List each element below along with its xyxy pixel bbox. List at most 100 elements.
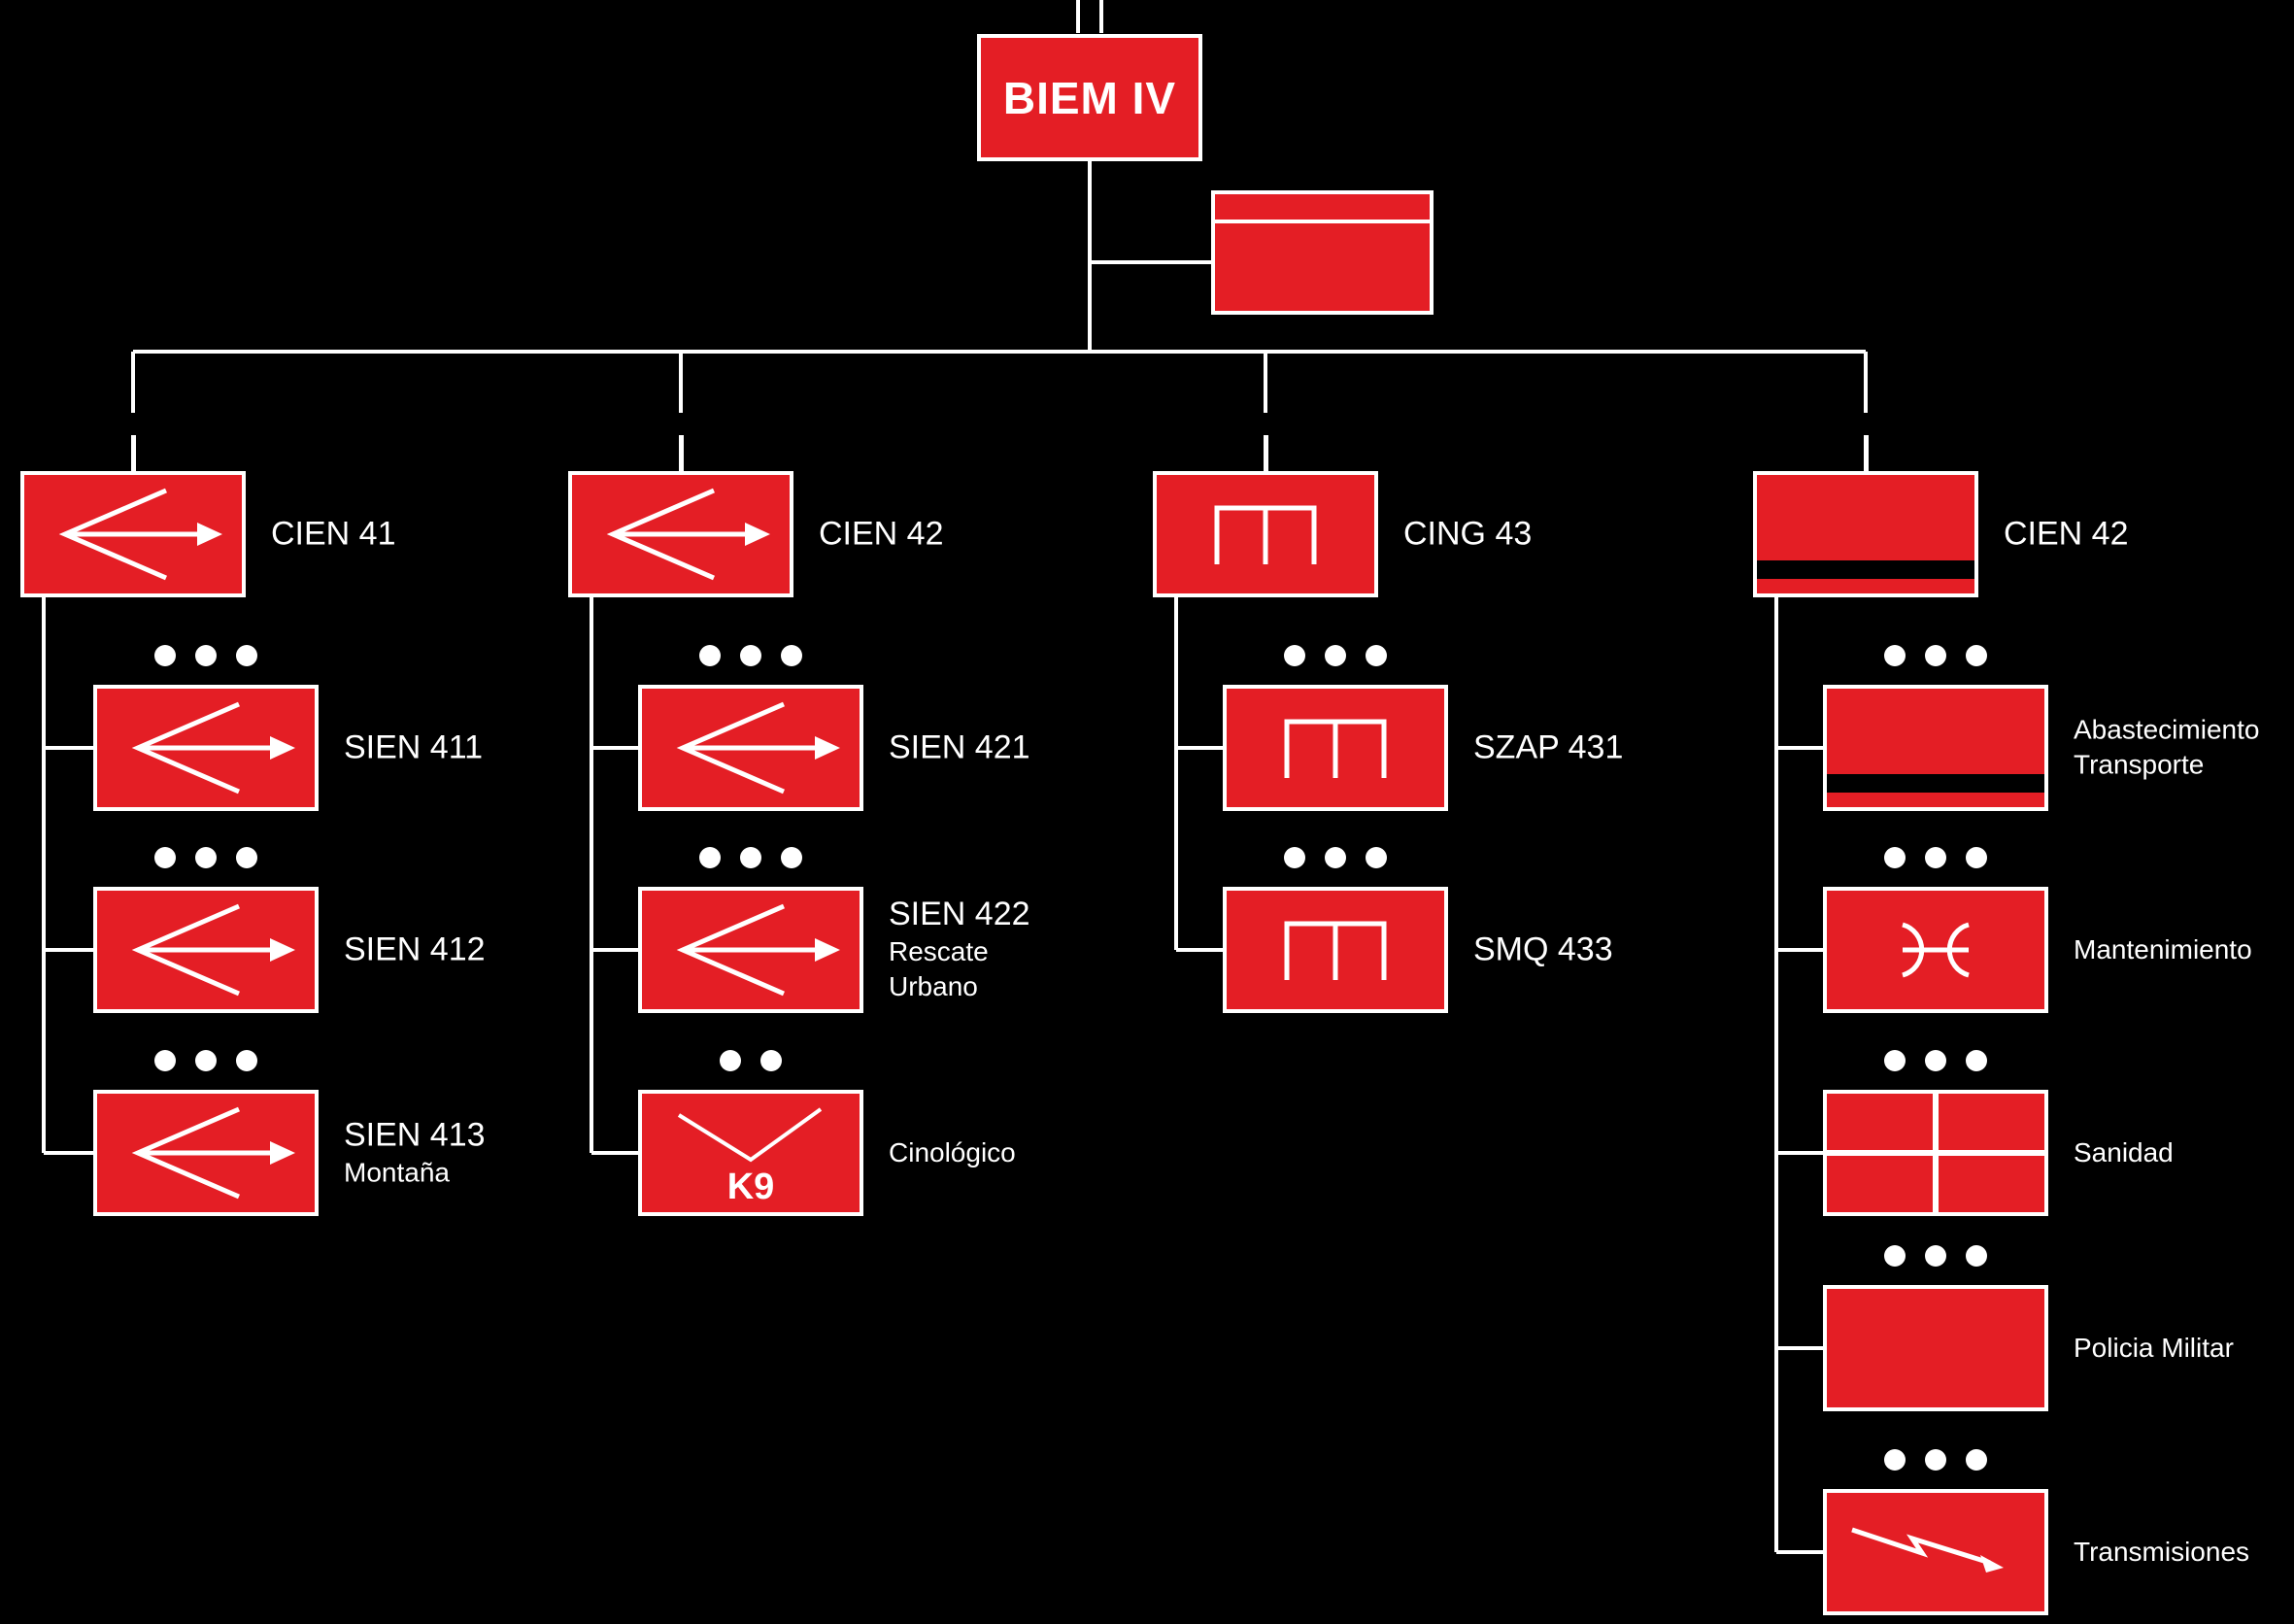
unit-label: CIEN 41 <box>271 515 396 555</box>
unit-box-cien-42-1 <box>568 471 793 597</box>
unit-name: Sanidad <box>2074 1136 2174 1167</box>
unit-label: Cinológico <box>889 1135 1016 1170</box>
unit-box-mantenimiento <box>1823 887 2048 1013</box>
unit-subname: Montaña <box>344 1157 450 1188</box>
connector-child-stub <box>44 948 93 952</box>
bottom-stripe-bar <box>1827 773 2044 794</box>
unit-subname: Urbano <box>889 971 978 1002</box>
unit-box-cinol-gico: K9 <box>638 1090 863 1216</box>
echelon-dot <box>1966 645 1987 666</box>
echelon-battalion-tick <box>1099 0 1103 33</box>
root-unit-name: BIEM IV <box>1002 72 1177 123</box>
k9-text: K9 <box>726 1167 775 1207</box>
bridge-icon <box>1214 505 1317 564</box>
engineer-arrow-icon <box>131 903 295 997</box>
unit-box-hq-company <box>1211 190 1434 315</box>
echelon-dot <box>1925 1245 1946 1267</box>
unit-box-transmisiones <box>1823 1489 2048 1615</box>
echelon-dot <box>236 1050 257 1071</box>
engineer-arrow-icon <box>58 488 222 581</box>
connector-branch-vertical <box>1774 597 1778 1552</box>
connector-distribution <box>133 350 1866 354</box>
signal-flash-icon <box>1851 1527 2004 1573</box>
echelon-dot <box>1884 1449 1906 1471</box>
engineer-arrow-icon <box>131 1106 295 1200</box>
unit-name: CING 43 <box>1403 515 1533 553</box>
unit-box-cien-41-0 <box>20 471 246 597</box>
connector-branch-vertical <box>1174 597 1178 950</box>
echelon-dot <box>195 847 217 868</box>
unit-name: SIEN 422 <box>889 896 1030 933</box>
echelon-dot <box>236 645 257 666</box>
connector-child-stub <box>1776 1346 1823 1350</box>
connector-child-stub <box>44 746 93 750</box>
unit-box-sien-422 <box>638 887 863 1013</box>
engineer-arrow-icon <box>676 903 840 997</box>
unit-name: Policia Militar <box>2074 1332 2234 1363</box>
connector-child-stub <box>591 1151 638 1155</box>
echelon-dot <box>1284 645 1305 666</box>
echelon-dot <box>781 645 802 666</box>
unit-box-abastecimiento <box>1823 685 2048 811</box>
echelon-dot <box>1284 847 1305 868</box>
echelon-dot <box>1366 847 1387 868</box>
connector-child-stub <box>44 1151 93 1155</box>
echelon-dot <box>1925 1449 1946 1471</box>
connector-root-vertical <box>1088 161 1092 352</box>
echelon-dot <box>1966 847 1987 868</box>
echelon-dot <box>195 645 217 666</box>
connector-branch-drop <box>131 352 135 413</box>
bridge-icon <box>1284 719 1387 778</box>
echelon-dot <box>740 847 761 868</box>
unit-box-sanidad <box>1823 1090 2048 1216</box>
unit-label: SMQ 433 <box>1473 930 1613 970</box>
echelon-dot <box>1966 1050 1987 1071</box>
unit-box-smq-433 <box>1223 887 1448 1013</box>
engineer-arrow-icon <box>676 701 840 795</box>
connector-child-stub <box>1176 746 1223 750</box>
hq-top-bar <box>1215 220 1430 223</box>
unit-subname: Rescate <box>889 936 989 967</box>
echelon-dot <box>740 645 761 666</box>
unit-label: CIEN 42 <box>819 515 944 555</box>
echelon-dot <box>699 645 721 666</box>
connector-child-stub <box>1776 1550 1823 1554</box>
connector-child-stub <box>591 746 638 750</box>
echelon-dot <box>699 847 721 868</box>
bottom-stripe-bar <box>1757 559 1974 580</box>
unit-label: SIEN 411 <box>344 728 483 768</box>
connector-child-stub <box>1776 1151 1823 1155</box>
echelon-dot <box>1925 1050 1946 1071</box>
engineer-arrow-icon <box>606 488 770 581</box>
echelon-dot <box>1925 847 1946 868</box>
unit-box-cing-43-2 <box>1153 471 1378 597</box>
echelon-company-tick <box>130 435 136 471</box>
unit-label: Policia Militar <box>2074 1331 2234 1366</box>
connector-child-stub <box>1776 746 1823 750</box>
unit-name: SIEN 412 <box>344 930 486 968</box>
unit-name: SIEN 413 <box>344 1116 486 1154</box>
unit-name: SIEN 421 <box>889 728 1030 766</box>
unit-name: Transmisiones <box>2074 1536 2250 1567</box>
k9-icon <box>677 1107 823 1163</box>
unit-name: SIEN 411 <box>344 728 484 766</box>
unit-name: Abastecimiento <box>2074 714 2260 745</box>
unit-box-sien-412 <box>93 887 319 1013</box>
unit-name: CIEN 42 <box>2004 515 2129 553</box>
echelon-dot <box>1325 847 1346 868</box>
unit-box-sien-413 <box>93 1090 319 1216</box>
bridge-icon <box>1284 921 1387 980</box>
unit-label: Mantenimiento <box>2074 932 2252 967</box>
unit-name: SMQ 433 <box>1473 930 1613 968</box>
unit-box-szap-431 <box>1223 685 1448 811</box>
unit-box-sien-411 <box>93 685 319 811</box>
unit-box-root: BIEM IV <box>977 34 1202 161</box>
unit-label: SIEN 412 <box>344 930 486 970</box>
echelon-dot <box>1325 645 1346 666</box>
unit-label: CIEN 42 <box>2004 515 2129 555</box>
connector-branch-vertical <box>42 597 46 1153</box>
echelon-company-tick <box>678 435 684 471</box>
unit-box-sien-421 <box>638 685 863 811</box>
